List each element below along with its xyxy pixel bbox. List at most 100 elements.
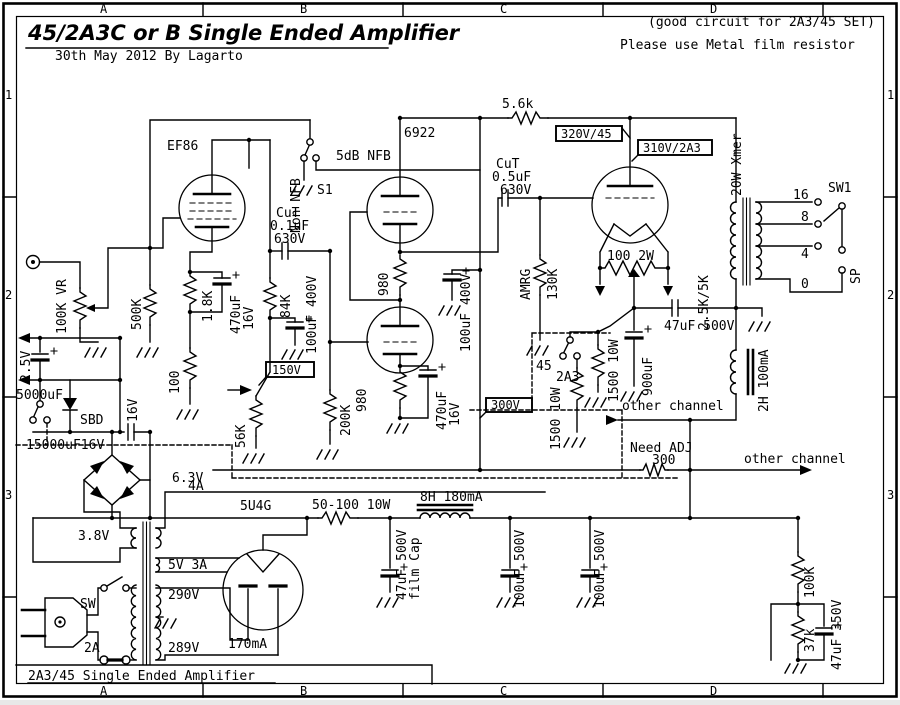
label-humpot: 100 2W <box>607 249 654 264</box>
divider-network: 100K 37k 47uF 350V <box>770 515 845 674</box>
speaker-switch: SW1 SP <box>823 181 864 284</box>
grid-col-d-bottom: D <box>710 684 717 698</box>
label-fuse-2a: 2A <box>84 641 100 656</box>
voltage-flag-320: 320V/45 <box>555 125 631 142</box>
label-900uf: 900uF <box>641 357 656 396</box>
label-290v: 290V <box>168 588 199 603</box>
label-47uf-500: 47uF 500V <box>664 319 735 334</box>
label-1k8: 1.8K <box>201 291 216 322</box>
label-1500-a: 1500 10W <box>549 387 564 450</box>
label-other-channel-2: other channel <box>744 452 846 467</box>
output-tube: 320V/45 310V/2A3 100 2W <box>555 115 713 309</box>
footer-title: 2A3/45 Single Ended Amplifier <box>28 669 255 684</box>
label-50-100: 50-100 10W <box>312 498 390 513</box>
label-cut2-volt: 630V <box>500 183 531 198</box>
label-cut1-volt: 630V <box>274 232 305 247</box>
ef86-cathode-network: 1.8K 470uF 16V 100 <box>168 226 257 420</box>
power-transformer: 3.8V 5V 3A 290V 289V <box>78 521 207 666</box>
label-100uf-400-a: 100uF 400V <box>305 276 320 354</box>
label-6922: 6922 <box>404 126 435 141</box>
label-s1: S1 <box>317 183 333 198</box>
label-film-cap-2: film Cap <box>408 537 423 600</box>
flag-320-text: 320V/45 <box>561 127 612 141</box>
label-100uf-500-a: 100uF 500V <box>513 530 528 608</box>
label-cut1: CuT <box>276 206 300 221</box>
label-100k-div: 100K <box>803 567 818 598</box>
grid-col-c-top: C <box>500 2 507 16</box>
label-ef86: EF86 <box>167 139 198 154</box>
grid-col-a-top: A <box>100 2 108 16</box>
grid-row-1-right: 1 <box>887 88 894 102</box>
flag-300-text: 300V <box>491 398 520 412</box>
label-sp: SP <box>849 268 864 284</box>
grid-col-b-bottom: B <box>300 684 307 698</box>
label-sw2a3: 2A3 <box>556 370 579 385</box>
label-other-channel-1: other channel <box>622 399 724 414</box>
label-sw45: 45 <box>536 359 552 374</box>
label-3v8: 3.8V <box>78 529 109 544</box>
input-stage: 100K VR 500K <box>25 119 311 358</box>
label-170ma: 170mA <box>228 637 267 652</box>
label-cut2-val: 0.5uF <box>492 170 531 185</box>
grid-row-1-left: 1 <box>5 88 12 102</box>
note-top: (good circuit for 2A3/45 SET) <box>648 15 875 30</box>
bridge-rectifier <box>82 431 153 521</box>
label-6v3: 6.3V <box>172 471 203 486</box>
label-5v3a: 5V 3A <box>168 558 207 573</box>
label-980-upper: 980 <box>377 273 392 296</box>
grid-col-d-top: D <box>710 2 717 16</box>
need-adj-bus: Need ADJ 300 other channel <box>212 441 846 477</box>
label-470uf-b: 470uF <box>435 391 450 430</box>
label-470uf-a: 470uF <box>229 295 244 334</box>
label-non-nfb: Non NFB <box>289 178 304 233</box>
label-100uf-500-b: 100uF 500V <box>593 530 608 608</box>
label-need-adj: Need ADJ <box>630 441 693 456</box>
cathode-network: 45 2A3 1500 10W 1500 10W 900uF 47uF 500V… <box>536 299 772 519</box>
label-film-cap-1: 47uF 500V <box>395 529 410 600</box>
date-author: 30th May 2012 By Lagarto <box>55 49 243 64</box>
label-84k: 84K <box>279 294 294 318</box>
label-cut2: CuT <box>496 157 520 172</box>
output-transformer: 20W Xmer 2.5K/5K 16 8 4 0 SW1 SP <box>697 117 864 330</box>
page-title: 45/2A3C or B Single Ended Amplifier <box>27 21 461 45</box>
label-tap0: 0 <box>801 277 809 292</box>
label-2v5: 2.5V <box>19 351 34 382</box>
grid-row-2-right: 2 <box>887 288 894 302</box>
label-1500-b: 1500 10W <box>607 339 622 402</box>
label-5000uf: 5000uF <box>16 388 63 403</box>
ef86-tube: EF86 <box>167 137 271 242</box>
label-130k: 130K <box>546 269 561 300</box>
label-100uf-400-b: 100uF 400V <box>459 274 474 352</box>
label-vr: 100K VR <box>55 279 70 334</box>
voltage-flag-300: 300V <box>479 397 533 419</box>
grid-col-c-bottom: C <box>500 684 507 698</box>
label-tap4: 4 <box>801 247 809 262</box>
label-amrg: AMRG <box>519 269 534 300</box>
channel-boundaries <box>15 332 681 479</box>
grid-col-b-top: B <box>300 2 307 16</box>
label-16v: 16V <box>126 398 141 422</box>
filament-dc-network: 2.5V 5000uF SBD 15000uF16V 16V <box>16 333 153 481</box>
grid-col-a-bottom: A <box>100 684 108 698</box>
label-2h-choke: 2H 100mA <box>757 349 772 412</box>
grid-row-3-right: 3 <box>887 488 894 502</box>
label-470uf-b-v: 16V <box>448 402 463 426</box>
label-cut1-val: 0.1uF <box>270 219 309 234</box>
label-sw-mains: SW <box>80 597 96 612</box>
power-supply: SW 2A 3.8V 5V 3A 290V 289V <box>16 333 845 674</box>
label-tap8: 8 <box>801 210 809 225</box>
coupling-nfb-network: CuT 0.1uF 630V 84K 100uF 400V 150V 56K <box>227 139 331 464</box>
footer-title-block: 2A3/45 Single Ended Amplifier <box>15 664 433 685</box>
label-8h-choke: 8H 180mA <box>420 490 483 505</box>
label-37k: 37k <box>803 628 818 652</box>
grid-row-2-left: 2 <box>5 288 12 302</box>
label-470uf-a-v: 16V <box>242 306 257 330</box>
psu-filter: 50-100 10W 8H 180mA 47uF 500V film Cap 1… <box>32 490 799 608</box>
flag-150-text: 150V <box>272 363 301 377</box>
label-5db-nfb: 5dB NFB <box>336 149 391 164</box>
voltage-flag-310: 310V/2A3 <box>631 139 713 162</box>
label-need-adj-300: 300 <box>652 453 675 468</box>
